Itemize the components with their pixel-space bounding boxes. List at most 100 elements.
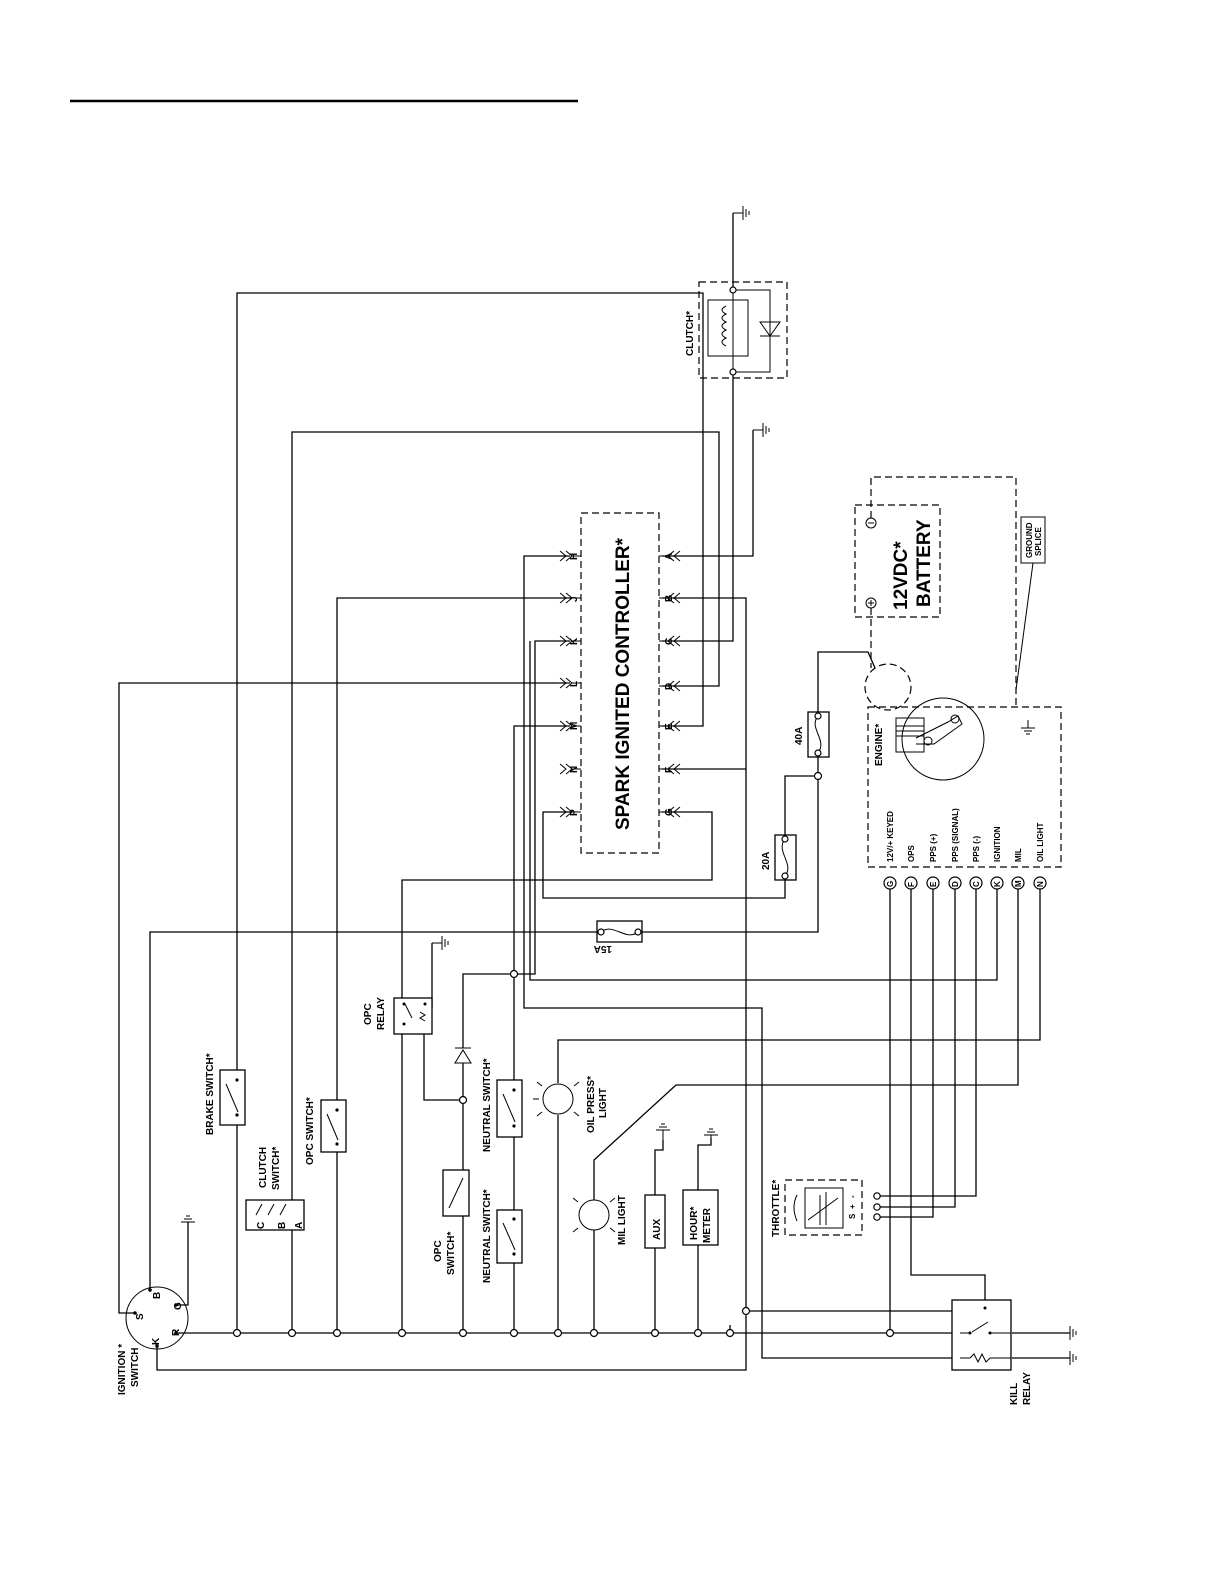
- opc-relay: [393, 997, 433, 1035]
- opc-switch-top: [320, 1099, 347, 1153]
- ground-splice: [1015, 516, 1046, 691]
- controller-pin-label: P: [569, 809, 580, 816]
- engine-pin-f: F OPS: [904, 844, 918, 890]
- ignition-term-r: R: [171, 1328, 182, 1336]
- opc-switch-label-1: OPC: [433, 1240, 444, 1262]
- engine-pin-letter: G: [886, 881, 895, 887]
- oil-press-label-1: OIL PRESS*: [586, 1076, 597, 1133]
- engine-pin-letter: F: [907, 882, 916, 887]
- controller-pin-f: F: [659, 763, 681, 775]
- controller-pin-label: M: [569, 722, 580, 730]
- engine-pin-letter: E: [929, 881, 938, 887]
- ground-splice-label-1: GROUND: [1025, 522, 1034, 558]
- controller-pins-right: A B C D E F G: [659, 550, 681, 818]
- engine-pin-letter: M: [1014, 880, 1023, 887]
- neutral-switch-2: [496, 1209, 523, 1264]
- battery: [854, 476, 1017, 708]
- controller-pin-label: B: [664, 595, 675, 602]
- controller: SPARK IGNITED CONTROLLER*: [580, 512, 660, 854]
- mil-light: [572, 1197, 616, 1233]
- battery-label-2: BATTERY: [914, 519, 935, 607]
- fuse-20a-label: 20A: [761, 852, 772, 870]
- engine-pin-label: PPS (+): [929, 833, 938, 862]
- ground-splice-label-2: SPLICE: [1034, 526, 1043, 556]
- ignition-term-g: G: [173, 1302, 184, 1310]
- bus-junctions: [232, 771, 895, 1338]
- engine-pin-label: OPS: [907, 844, 916, 862]
- controller-pin-label: D: [664, 683, 675, 690]
- clutch-switch-label-2: SWITCH*: [271, 1147, 282, 1190]
- opc-switch: [442, 1169, 470, 1217]
- controller-pin-c: C: [659, 635, 681, 647]
- controller-pin-l: L: [559, 677, 581, 689]
- controller-pin-e: E: [659, 720, 681, 732]
- throttle: [784, 1179, 881, 1236]
- oil-press-label-2: LIGHT: [598, 1088, 609, 1118]
- mil-light-label: MIL LIGHT: [617, 1195, 628, 1245]
- brake-switch: [219, 1069, 246, 1126]
- fuse-40a: [807, 711, 830, 758]
- ignition-term-s: S: [135, 1313, 146, 1320]
- clutch-label: CLUTCH*: [685, 311, 696, 356]
- controller-pin-label: E: [664, 723, 675, 730]
- aux: [644, 1194, 666, 1249]
- ground-symbols: [181, 206, 1077, 1365]
- engine-pin-letter: C: [972, 881, 981, 887]
- controller-pin-a: A: [659, 550, 681, 562]
- fuse-15a: [596, 920, 643, 943]
- ignition-term-b: B: [152, 1292, 163, 1299]
- controller-label: SPARK IGNITED CONTROLLER*: [613, 537, 634, 830]
- fuse-20a: [774, 834, 797, 881]
- engine-pin-label: OIL LIGHT: [1036, 822, 1045, 862]
- clutch-switch: [245, 1199, 305, 1231]
- engine-pin-label: PPS (SIGNAL): [951, 808, 960, 862]
- aux-label: AUX: [652, 1219, 663, 1240]
- clutch: [698, 281, 788, 379]
- kill-relay-label-2: RELAY: [1022, 1372, 1033, 1405]
- clutch-switch-label-1: CLUTCH: [258, 1147, 269, 1188]
- engine: [867, 697, 1062, 868]
- engine-pin-label: IGNITION: [993, 826, 1002, 862]
- controller-pin-label: N: [569, 766, 580, 773]
- controller-pin-label: G: [664, 808, 675, 816]
- controller-pin-label: A: [664, 553, 675, 560]
- controller-pin-d: D: [659, 680, 681, 692]
- ignition-label-2: SWITCH: [130, 1348, 141, 1387]
- controller-pin-h: H: [559, 550, 581, 562]
- hour-meter-label-1: HOUR*: [689, 1207, 700, 1240]
- controller-pin-p: P: [559, 806, 581, 818]
- ignition-term-k: K: [151, 1337, 162, 1345]
- kill-relay-label-1: KILL: [1009, 1383, 1020, 1405]
- throttle-pin-s: S: [848, 1213, 857, 1219]
- starter-motor: [864, 663, 912, 711]
- controller-pin-g: G: [659, 806, 681, 818]
- controller-pin-label: F: [664, 767, 675, 773]
- throttle-pin-plus: +: [848, 1204, 857, 1209]
- engine-pin-label: MIL: [1014, 848, 1023, 862]
- controller-pin-j: J: [559, 592, 581, 604]
- controller-pin-label: H: [569, 553, 580, 560]
- opc-relay-label-1: OPC: [363, 1003, 374, 1025]
- engine-label: ENGINE*: [874, 724, 885, 766]
- ignition-switch: [125, 1286, 189, 1350]
- controller-pin-k: K: [559, 635, 581, 647]
- engine-pin-label: 12V/+ KEYED: [886, 811, 895, 862]
- wires: [118, 213, 1070, 1371]
- opc-switch-label-2: SWITCH*: [446, 1232, 457, 1275]
- fuse-40a-label: 40A: [794, 727, 805, 745]
- controller-pin-b: B: [659, 592, 681, 604]
- engine-pin-e: E PPS (+): [926, 833, 940, 890]
- oil-press-light: [533, 1081, 580, 1117]
- controller-pin-m: M: [559, 720, 581, 732]
- engine-pin-m: M MIL: [1011, 848, 1025, 890]
- kill-relay: [951, 1299, 1012, 1371]
- throttle-label: THROTTLE*: [771, 1180, 782, 1237]
- diode: [454, 1047, 472, 1064]
- clutch-switch-term-b: B: [277, 1222, 288, 1229]
- opc-relay-label-2: RELAY: [376, 997, 387, 1030]
- controller-pin-label: K: [569, 637, 580, 645]
- controller-pin-label: L: [569, 681, 580, 687]
